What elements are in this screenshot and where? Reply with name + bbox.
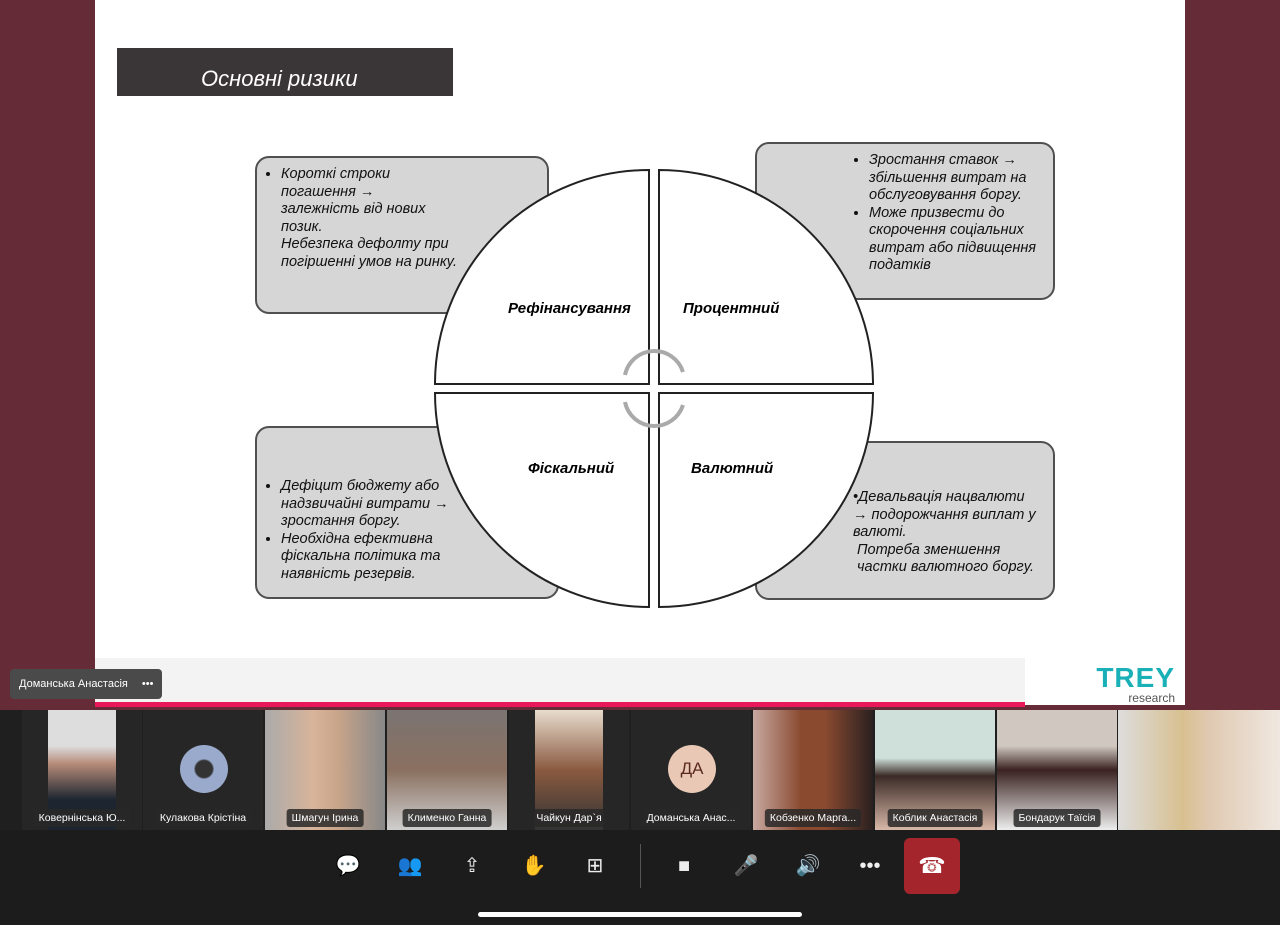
slide-title: Основні ризики <box>117 48 453 96</box>
more-icon[interactable]: ••• <box>859 855 881 877</box>
quadrant-label-fiscal: Фіскальний <box>528 460 615 477</box>
microphone-icon[interactable]: 🎤 <box>733 855 759 877</box>
risk-text: Може призвести до скорочення соціальних … <box>869 205 1041 275</box>
box-fiscal-risk: Дефіцит бюджету або надзвичайні витрати … <box>255 426 559 599</box>
risk-text: Небезпека дефолту при погіршенні умов на… <box>281 236 457 270</box>
box-currency-risk: •Девальвація нацвалюти → подорожчання ви… <box>755 441 1055 600</box>
quadrant-label-interest: Процентний <box>683 300 780 317</box>
participant-tile[interactable]: Кобзенко Марга... <box>753 710 873 830</box>
call-toolbar: 💬 👥 ⇪ ✋ ⊞ ■ 🎤 🔊 ••• <box>0 830 1280 925</box>
risk-text: Необхідна ефективна фіскальна політика т… <box>281 531 454 584</box>
risk-text: •Девальвація нацвалюти → подорожчання ви… <box>853 489 1036 540</box>
participant-tile[interactable]: Клименко Ганна <box>387 710 507 830</box>
speaker-icon[interactable]: 🔊 <box>795 855 821 877</box>
participant-tile[interactable]: Ковернінська Ю... <box>22 710 142 830</box>
end-call-button[interactable]: ☎ <box>904 838 960 894</box>
presenter-name: Доманська Анастасія <box>19 678 128 690</box>
box-interest-risk: Зростання ставок → збільшення витрат на … <box>755 142 1055 300</box>
cycle-arrows-icon <box>623 349 685 428</box>
more-options-icon[interactable]: ••• <box>141 678 154 690</box>
risk-text: Зростання ставок → збільшення витрат на … <box>869 152 1041 205</box>
participant-tile[interactable]: Бондарук Таїсія <box>997 710 1117 830</box>
share-screen-icon[interactable]: ⇪ <box>463 855 481 877</box>
participant-tile[interactable]: Шмагун Ірина <box>265 710 385 830</box>
risk-text: Потреба зменшення частки валютного боргу… <box>857 541 1035 576</box>
participant-tile[interactable]: Чайкун Дар`я <box>509 710 629 830</box>
quadrant-label-refinancing: Рефінансування <box>508 300 631 317</box>
slide-accent-bar <box>95 702 1025 707</box>
raise-hand-icon[interactable]: ✋ <box>521 855 547 877</box>
home-indicator[interactable] <box>478 912 802 917</box>
box-refinancing-risk: Короткі строки погашення → залежність ві… <box>255 156 549 314</box>
participant-tile[interactable]: Коблик Анастасія <box>875 710 995 830</box>
quadrant-label-currency: Валютний <box>691 460 774 477</box>
risk-text: Дефіцит бюджету або надзвичайні витрати … <box>281 478 454 531</box>
participant-tile[interactable]: Кулакова Крістіна <box>143 710 263 830</box>
avatar-initials: ДА <box>668 745 716 793</box>
participant-strip: Ковернінська Ю... Кулакова Крістіна Шмаг… <box>0 710 1280 830</box>
presenter-label[interactable]: Доманська Анастасія ••• <box>10 669 163 699</box>
self-video-tile[interactable] <box>1118 710 1280 830</box>
people-icon[interactable]: 👥 <box>397 855 423 877</box>
divider <box>640 844 641 888</box>
slide-footer <box>95 658 1025 703</box>
camera-icon[interactable]: ■ <box>677 855 691 877</box>
chat-icon[interactable]: 💬 <box>335 855 361 877</box>
shared-slide: Основні ризики Короткі строки погашення … <box>95 0 1185 705</box>
avatar <box>180 745 228 793</box>
risk-text: Короткі строки погашення → залежність ві… <box>281 166 454 236</box>
apps-icon[interactable]: ⊞ <box>586 855 604 877</box>
